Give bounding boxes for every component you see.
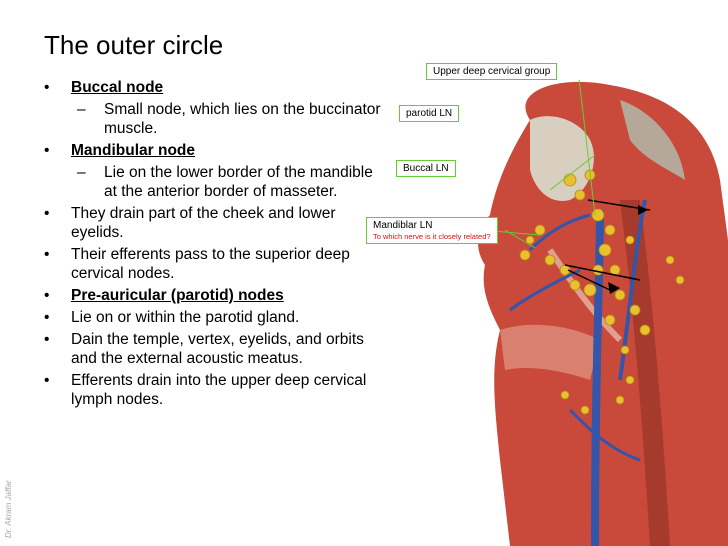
bullet-text: Efferents drain into the upper deep cerv… — [71, 372, 367, 408]
bullet-text: Small node, which lies on the buccinator… — [104, 101, 381, 137]
bullet-text: Buccal node — [71, 79, 164, 96]
bullet-text: Mandibular node — [71, 142, 195, 159]
mandibular-label-text: Mandiblar LN — [373, 220, 433, 231]
bullet-text: Lie on or within the parotid gland. — [71, 309, 300, 326]
neck-anatomy-illustration — [470, 80, 728, 546]
mandibular-question-text: To which nerve is it closely related? — [373, 232, 491, 241]
bullet-item: •Dain the temple, vertex, eyelids, and o… — [44, 331, 364, 367]
label-mandibular-ln: Mandiblar LN To which nerve is it closel… — [366, 217, 498, 244]
sub-bullet-item: –Lie on the lower border of the mandible… — [77, 164, 373, 200]
bullet-item: •Their efferents pass to the superior de… — [44, 246, 350, 282]
label-buccal-ln: Buccal LN — [396, 160, 456, 177]
bullet-item: •They drain part of the cheek and lower … — [44, 205, 336, 241]
bullet-text: They drain part of the cheek and lower e… — [71, 205, 336, 241]
slide-title: The outer circle — [44, 30, 224, 60]
bullet-item: •Efferents drain into the upper deep cer… — [44, 372, 367, 408]
sub-bullet-item: –Small node, which lies on the buccinato… — [77, 101, 381, 137]
bullet-item: •Lie on or within the parotid gland. — [44, 309, 300, 326]
bullet-text: Their efferents pass to the superior dee… — [71, 246, 350, 282]
author-watermark: Dr. Akram Jaffar — [4, 480, 13, 538]
bullet-item: •Pre-auricular (parotid) nodes — [44, 287, 284, 304]
bullet-text: Pre-auricular (parotid) nodes — [71, 287, 284, 304]
bullet-item: •Buccal node — [44, 79, 164, 96]
bullet-text: Dain the temple, vertex, eyelids, and or… — [71, 331, 364, 367]
bullet-list: •Buccal node –Small node, which lies on … — [44, 78, 389, 412]
head-silhouette — [478, 81, 728, 546]
label-upper-deep-cervical: Upper deep cervical group — [426, 63, 558, 80]
jugular-vein — [591, 209, 604, 546]
bullet-item: •Mandibular node — [44, 142, 195, 159]
label-parotid-ln: parotid LN — [399, 105, 460, 122]
bullet-text: Lie on the lower border of the mandible … — [104, 164, 373, 200]
